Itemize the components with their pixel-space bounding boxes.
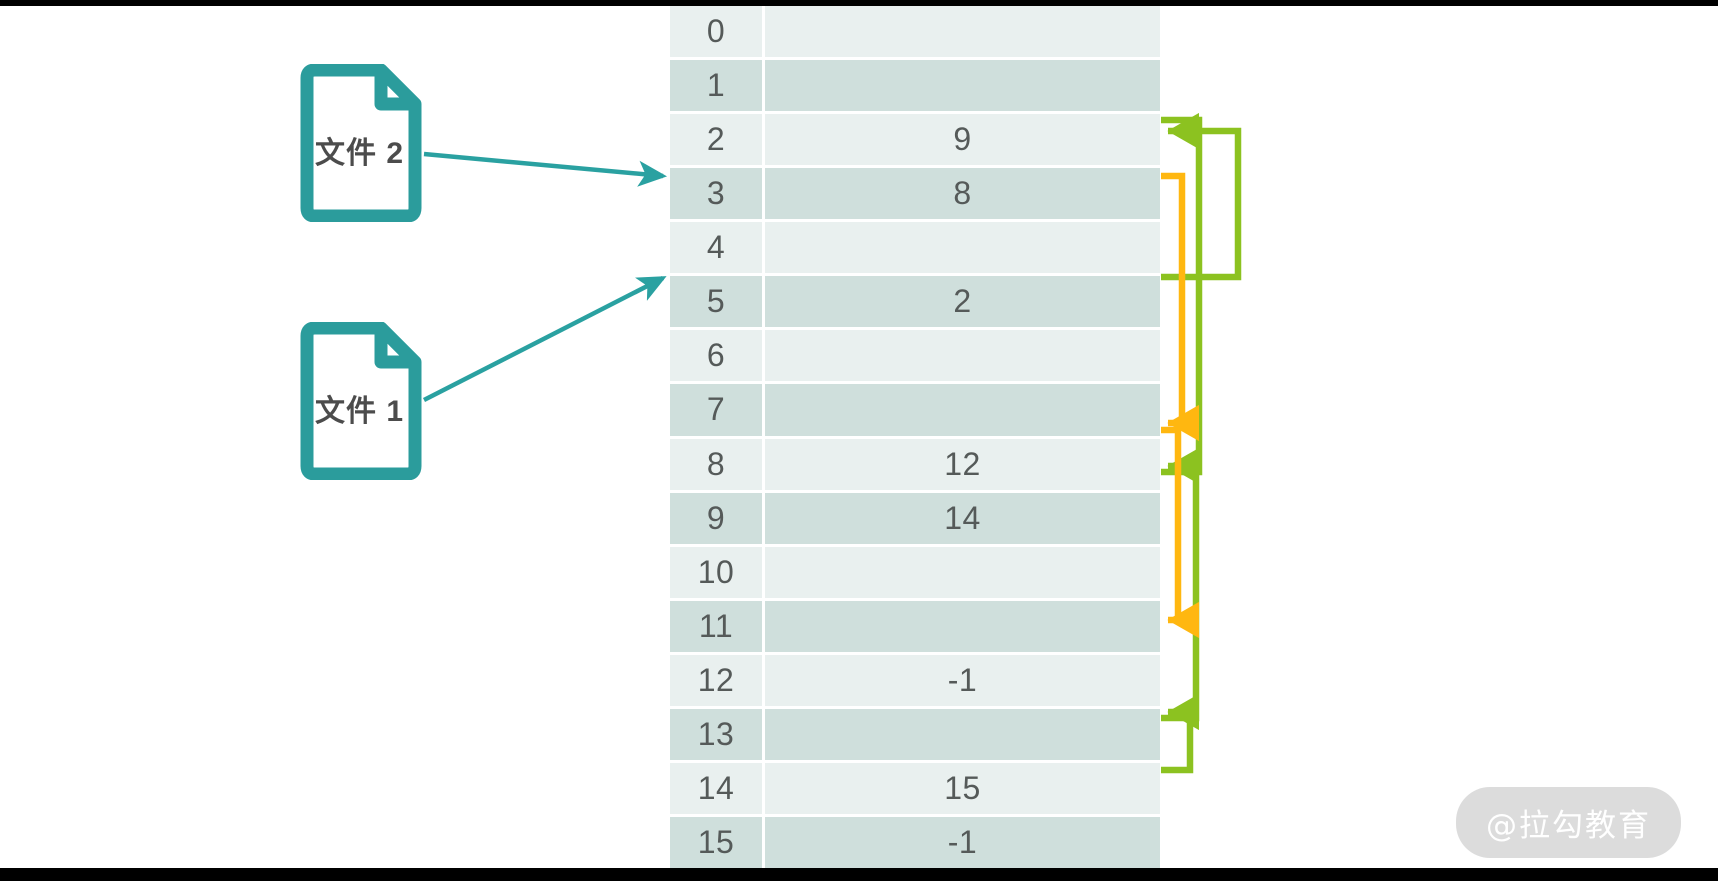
row-index-cell: 1: [670, 60, 762, 112]
letterbox-top: [0, 0, 1718, 6]
table-row[interactable]: 2 9: [670, 114, 1160, 166]
document-icon[interactable]: [293, 322, 426, 480]
table-row[interactable]: 11: [670, 600, 1160, 652]
table-row[interactable]: 15 -1: [670, 816, 1160, 868]
row-index-cell: 4: [670, 222, 762, 274]
letterbox-bottom: [0, 868, 1718, 881]
table-row[interactable]: 5 2: [670, 276, 1160, 328]
table-row[interactable]: 9 14: [670, 492, 1160, 544]
row-index-cell: 10: [670, 546, 762, 598]
row-index-cell: 8: [670, 438, 762, 490]
row-index-cell: 9: [670, 492, 762, 544]
table-row[interactable]: 13: [670, 708, 1160, 760]
row-value-cell: 8: [765, 168, 1160, 220]
file-label: 文件 2: [314, 137, 405, 170]
table-row[interactable]: 14 15: [670, 762, 1160, 814]
row-index-cell: 7: [670, 384, 762, 436]
row-value-cell: [765, 222, 1160, 274]
row-value-cell: [765, 330, 1160, 382]
row-index-cell: 3: [670, 168, 762, 220]
row-value-cell: 9: [765, 114, 1160, 166]
table-row[interactable]: 6: [670, 330, 1160, 382]
row-value-cell: [765, 546, 1160, 598]
row-value-cell: [765, 60, 1160, 112]
row-index-cell: 5: [670, 276, 762, 328]
fat-table: 0 1 2 9 3 8 4 5 2 6 7: [670, 6, 1160, 868]
table-row[interactable]: 10: [670, 546, 1160, 598]
row-index-cell: 11: [670, 600, 762, 652]
row-value-cell: 12: [765, 438, 1160, 490]
file-label: 文件 1: [314, 395, 405, 428]
row-value-cell: [765, 6, 1160, 58]
table-row[interactable]: 7: [670, 384, 1160, 436]
orange-link-8-to-12: [1161, 426, 1200, 639]
green-link-9-to-2: [1161, 116, 1203, 476]
file2-to-row3-arrow: [423, 151, 668, 187]
green-link-15-to-14: [1161, 693, 1200, 774]
row-value-cell: [765, 600, 1160, 652]
row-value-cell: [765, 384, 1160, 436]
row-value-cell: -1: [765, 654, 1160, 706]
row-value-cell: [765, 708, 1160, 760]
orange-link-3-to-8: [1161, 172, 1200, 442]
table-row[interactable]: 0: [670, 6, 1160, 58]
document-icon[interactable]: [293, 64, 426, 222]
file1-to-row5-arrow: [422, 275, 667, 403]
table-row[interactable]: 8 12: [670, 438, 1160, 490]
row-index-cell: 15: [670, 816, 762, 868]
row-value-cell: 14: [765, 492, 1160, 544]
row-index-cell: 0: [670, 6, 762, 58]
table-row[interactable]: 1: [670, 60, 1160, 112]
row-index-cell: 13: [670, 708, 762, 760]
row-index-cell: 14: [670, 762, 762, 814]
row-value-cell: -1: [765, 816, 1160, 868]
table-row[interactable]: 12 -1: [670, 654, 1160, 706]
row-value-cell: 15: [765, 762, 1160, 814]
row-index-cell: 2: [670, 114, 762, 166]
row-value-cell: 2: [765, 276, 1160, 328]
watermark: @拉勾教育: [1456, 787, 1681, 858]
row-index-cell: 12: [670, 654, 762, 706]
table-row[interactable]: 3 8: [670, 168, 1160, 220]
green-link-14-to-9: [1161, 447, 1200, 722]
table-row[interactable]: 4: [670, 222, 1160, 274]
green-link-5-to-2: [1161, 112, 1242, 281]
row-index-cell: 6: [670, 330, 762, 382]
